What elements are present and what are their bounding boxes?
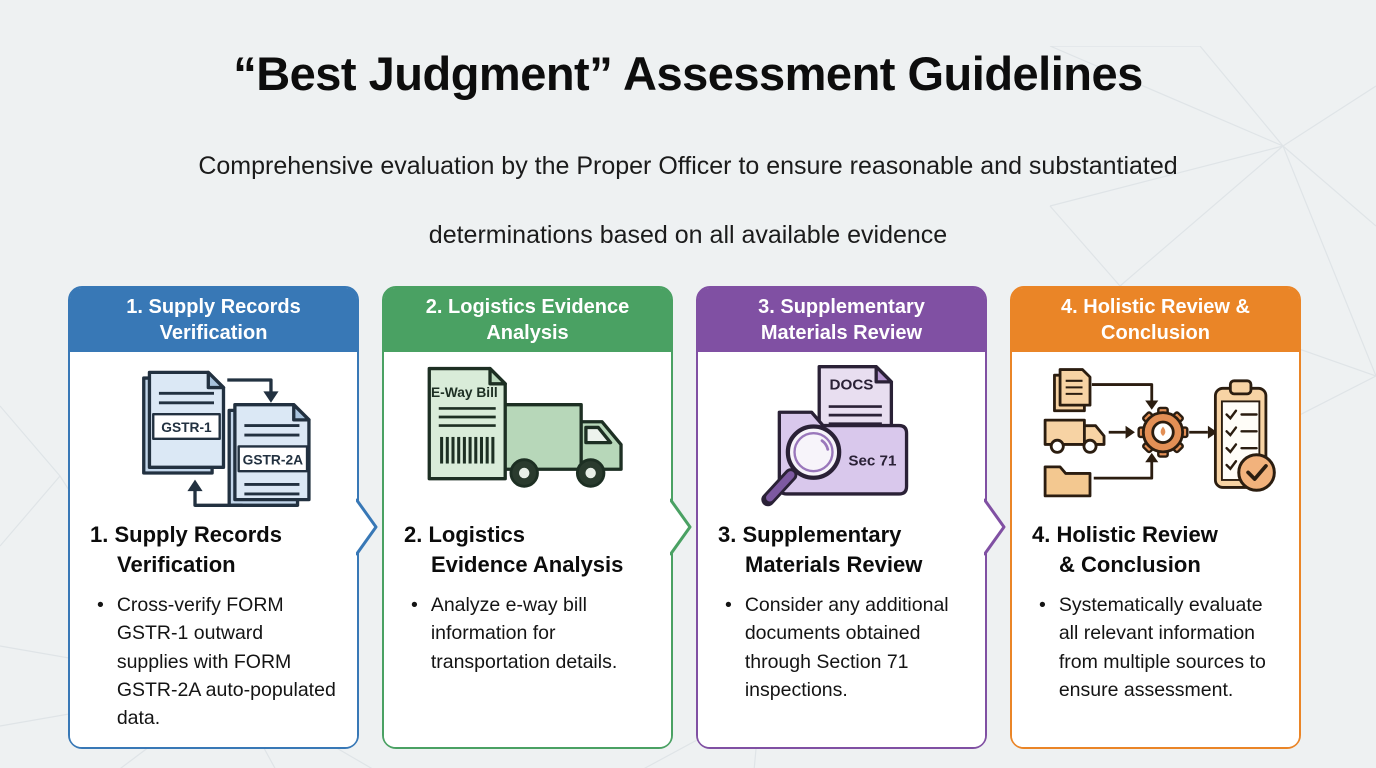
gear-icon [1137, 406, 1189, 458]
gstr-documents-exchange-icon: GSTR-1 GSTR-2A [90, 360, 337, 512]
card-header: 4. Holistic Review & Conclusion [1012, 288, 1299, 352]
card-bullet: • Systematically evaluate all relevant i… [1032, 591, 1279, 703]
magnifier-folder-icon: DOCS Sec 71 [718, 360, 965, 512]
doc-label-gstr2a: GSTR-2A [242, 452, 302, 467]
eway-bill-truck-icon: E-Way Bill [404, 360, 651, 512]
subtitle-line-2: determinations based on all available ev… [428, 220, 948, 249]
card-header-line1: 1. Supply Records [126, 296, 301, 318]
page-title: “Best Judgment” Assessment Guidelines [233, 47, 1143, 100]
card-header-line1: 3. Supplementary [758, 296, 925, 318]
card-header: 2. Logistics Evidence Analysis [384, 288, 671, 352]
card-header: 3. Supplementary Materials Review [698, 288, 985, 352]
card-heading-line1: 4. Holistic Review [1032, 522, 1218, 547]
card-header-line2: Conclusion [1101, 322, 1210, 344]
bullet-text: Systematically evaluate all relevant inf… [1058, 594, 1266, 701]
card-body: E-Way Bill 2. Logistics Evidence Analysi… [384, 352, 671, 747]
card-heading-line1: 1. Supply Records [90, 522, 282, 547]
card-holistic-review-conclusion: 4. Holistic Review & Conclusion [1010, 286, 1301, 749]
next-step-chevron [983, 498, 1005, 556]
card-heading-line2: Materials Review [745, 551, 923, 577]
doc-label-docs: DOCS [829, 376, 873, 393]
card-supply-records-verification: 1. Supply Records Verification [68, 286, 377, 749]
doc-label-gstr1: GSTR-1 [161, 420, 212, 435]
card-header-line2: Verification [159, 322, 268, 344]
card-body: DOCS Sec 71 3. Supplementary Materials R… [698, 352, 985, 747]
next-step-chevron [669, 498, 691, 556]
subtitle-line-1: Comprehensive evaluation by the Proper O… [198, 151, 1178, 180]
card-body: 4. Holistic Review & Conclusion • System… [1012, 352, 1299, 747]
bullet-glyph: • [725, 594, 732, 617]
bullet-glyph: • [97, 594, 104, 617]
card-heading-line2: Verification [117, 551, 236, 577]
review-workflow-icon [1032, 360, 1279, 512]
card-heading-line2: Evidence Analysis [431, 551, 624, 577]
card-header-line2: Materials Review [760, 322, 923, 344]
bullet-glyph: • [411, 594, 418, 617]
page-subtitle: Comprehensive evaluation by the Proper O… [0, 114, 1376, 287]
clipboard-icon [1213, 379, 1276, 492]
card-heading-line1: 3. Supplementary [718, 522, 902, 547]
card-heading: 3. Supplementary Materials Review [718, 520, 965, 579]
bullet-glyph: • [1039, 594, 1046, 617]
card-logistics-evidence-analysis: 2. Logistics Evidence Analysis [382, 286, 691, 749]
card-bullet: • Analyze e-way bill information for tra… [404, 591, 651, 675]
card-heading: 4. Holistic Review & Conclusion [1032, 520, 1279, 579]
bullet-text: Cross-verify FORM GSTR-1 outward supplie… [116, 594, 336, 729]
card-header-line1: 2. Logistics Evidence [425, 296, 630, 318]
card-bullet: • Cross-verify FORM GSTR-1 outward suppl… [90, 591, 337, 731]
card-header-line2: Analysis [486, 322, 569, 344]
doc-label-eway-bill: E-Way Bill [431, 385, 498, 400]
card-header: 1. Supply Records Verification [70, 288, 357, 352]
card-heading: 2. Logistics Evidence Analysis [404, 520, 651, 579]
bullet-text: Analyze e-way bill information for trans… [430, 594, 618, 673]
card-header-line1: 4. Holistic Review & [1061, 296, 1250, 318]
bullet-text: Consider any additional documents obtain… [744, 594, 949, 701]
folder-label-sec71: Sec 71 [848, 452, 897, 469]
card-heading-line1: 2. Logistics [404, 522, 526, 547]
card-bullet: • Consider any additional documents obta… [718, 591, 965, 703]
card-heading-line2: & Conclusion [1059, 551, 1201, 577]
card-supplementary-materials-review: 3. Supplementary Materials Review [696, 286, 1005, 749]
process-steps: 1. Supply Records Verification [68, 286, 1301, 749]
next-step-chevron [355, 498, 377, 556]
card-heading: 1. Supply Records Verification [90, 520, 337, 579]
card-body: GSTR-1 GSTR-2A 1. Supply Records Verific… [70, 352, 357, 747]
